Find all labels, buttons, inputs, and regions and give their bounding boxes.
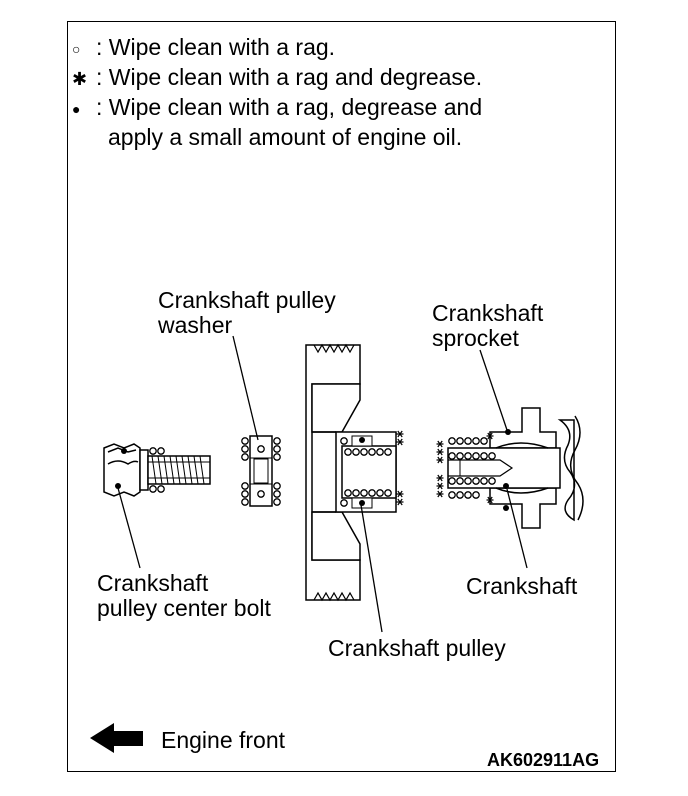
label-bolt-line2: pulley center bolt [97, 595, 271, 621]
label-sprocket-line1: Crankshaft [432, 300, 544, 326]
legend-row-oil: ● : Wipe clean with a rag, degrease and [72, 93, 482, 123]
figure-code: AK602911AG [487, 750, 600, 770]
engine-front-arrow-icon [90, 723, 143, 753]
label-bolt-line1: Crankshaft [97, 570, 209, 596]
center-bolt [103, 443, 211, 497]
legend-text-wipe: : Wipe clean with a rag. [96, 34, 336, 60]
leader-lines [117, 335, 528, 633]
legend-text-oil-continued: apply a small amount of engine oil. [108, 124, 463, 150]
legend-row-degrease: ✱ : Wipe clean with a rag and degrease. [72, 63, 482, 93]
crankshaft [447, 407, 584, 529]
diagram-frame [67, 21, 616, 772]
label-sprocket-line2: sprocket [432, 325, 519, 351]
label-washer-line1: Crankshaft pulley [158, 287, 336, 313]
label-engine-front: Engine front [161, 727, 286, 753]
pulley-washer [249, 435, 273, 507]
legend-text-oil: : Wipe clean with a rag, degrease and [96, 94, 483, 120]
leader-pulley [360, 504, 383, 633]
asterisk-icon: ✱ [72, 69, 88, 89]
leader-sprocket [479, 349, 508, 431]
crankshaft-pulley [305, 343, 397, 602]
label-washer-line2: washer [158, 312, 233, 338]
leader-crankshaft [506, 488, 528, 569]
leader-bolt [117, 487, 141, 569]
legend-text-degrease: : Wipe clean with a rag and degrease. [96, 64, 483, 90]
label-crankshaft: Crankshaft [466, 573, 578, 599]
small-circle-icon: ○ [72, 40, 81, 57]
label-crankshaft-pulley: Crankshaft pulley [328, 635, 506, 661]
legend-row-wipe: ○ : Wipe clean with a rag. [72, 33, 335, 63]
filled-dot-icon: ● [72, 100, 81, 117]
leader-washer [232, 335, 259, 441]
